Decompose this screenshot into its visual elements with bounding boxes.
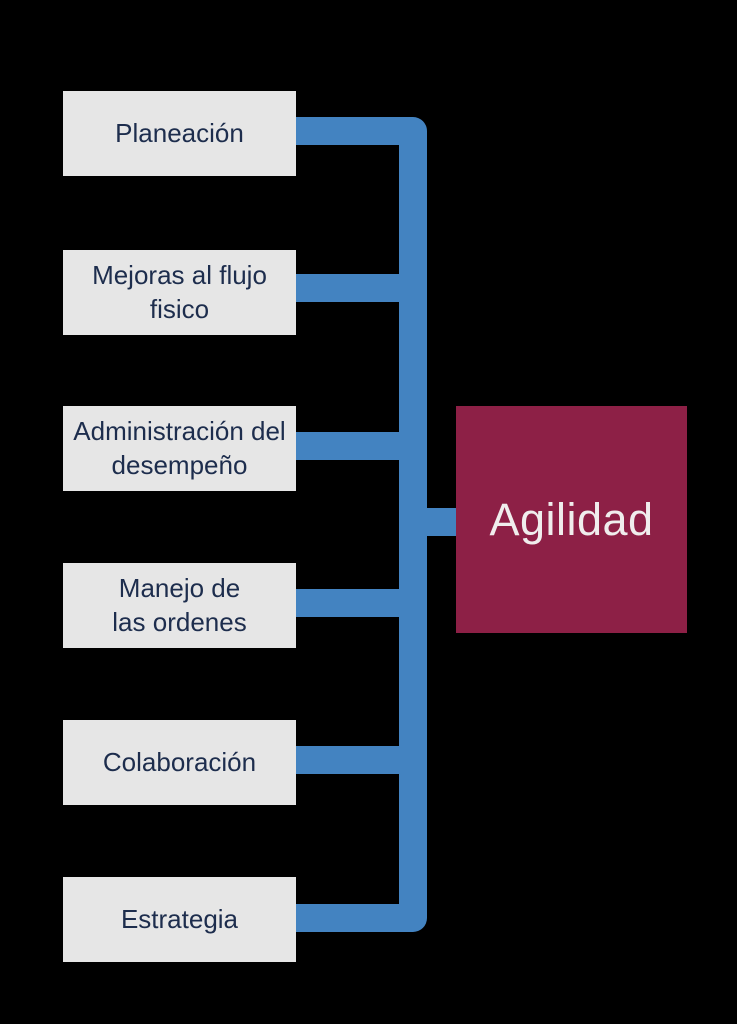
node-administracion-desempeno-label: Administración del desempeño	[73, 415, 286, 480]
node-mejoras-flujo-fisico-label: Mejoras al flujo fisico	[92, 259, 267, 324]
node-manejo-ordenes: Manejo de las ordenes	[63, 563, 296, 648]
node-estrategia: Estrategia	[63, 877, 296, 962]
node-administracion-desempeno: Administración del desempeño	[63, 406, 296, 491]
node-mejoras-flujo-fisico: Mejoras al flujo fisico	[63, 250, 296, 335]
node-manejo-ordenes-label: Manejo de las ordenes	[112, 572, 247, 637]
node-planeacion-label: Planeación	[115, 117, 244, 148]
node-colaboracion-label: Colaboración	[102, 746, 257, 777]
connector-trunk	[293, 117, 427, 932]
node-agilidad: Agilidad	[456, 406, 687, 633]
node-agilidad-label: Agilidad	[489, 493, 654, 545]
node-planeacion: Planeación	[63, 91, 296, 176]
node-colaboracion: Colaboración	[63, 720, 296, 805]
node-estrategia-label: Estrategia	[120, 903, 239, 934]
